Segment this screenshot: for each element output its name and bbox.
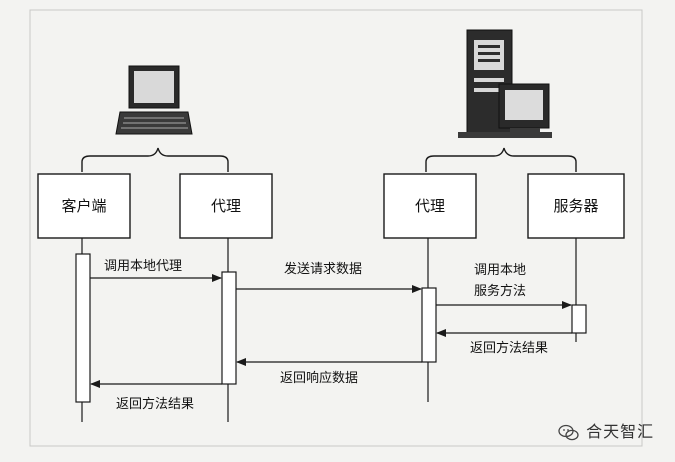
wechat-icon xyxy=(558,424,580,442)
watermark-text: 合天智汇 xyxy=(586,422,654,441)
return-method-result-right-label: 返回方法结果 xyxy=(470,340,548,356)
watermark: 合天智汇 xyxy=(558,418,654,442)
client-label: 客户端 xyxy=(61,197,106,215)
call-local-service-label-line1: 调用本地 xyxy=(474,263,526,278)
laptop-computer-icon xyxy=(116,66,192,134)
server-group-brace xyxy=(426,148,576,172)
server-tower-icon xyxy=(458,30,552,138)
proxy-right-activation-bar xyxy=(422,288,436,362)
proxy-left-activation-bar xyxy=(222,272,236,384)
call-local-service-label-line2: 服务方法 xyxy=(474,283,526,299)
server-label: 服务器 xyxy=(553,197,598,215)
call-local-proxy-label: 调用本地代理 xyxy=(104,259,182,274)
client-activation-bar xyxy=(76,254,90,402)
proxy-left-label: 代理 xyxy=(211,197,241,215)
server-activation-bar xyxy=(572,305,586,333)
send-request-data-label: 发送请求数据 xyxy=(284,261,362,277)
return-method-result-left-label: 返回方法结果 xyxy=(116,396,194,412)
return-response-data-label: 返回响应数据 xyxy=(280,370,358,386)
proxy-right-label: 代理 xyxy=(415,197,445,215)
client-group-brace xyxy=(82,148,228,172)
